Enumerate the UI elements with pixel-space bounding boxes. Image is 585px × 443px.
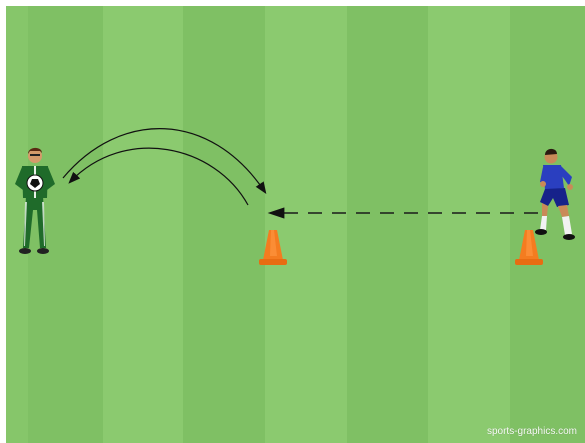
grass-stripe <box>103 6 183 443</box>
watermark: sports-graphics.com <box>487 426 577 437</box>
pitch-grass <box>6 6 585 443</box>
grass-stripe <box>265 6 347 443</box>
grass-stripe <box>428 6 510 443</box>
